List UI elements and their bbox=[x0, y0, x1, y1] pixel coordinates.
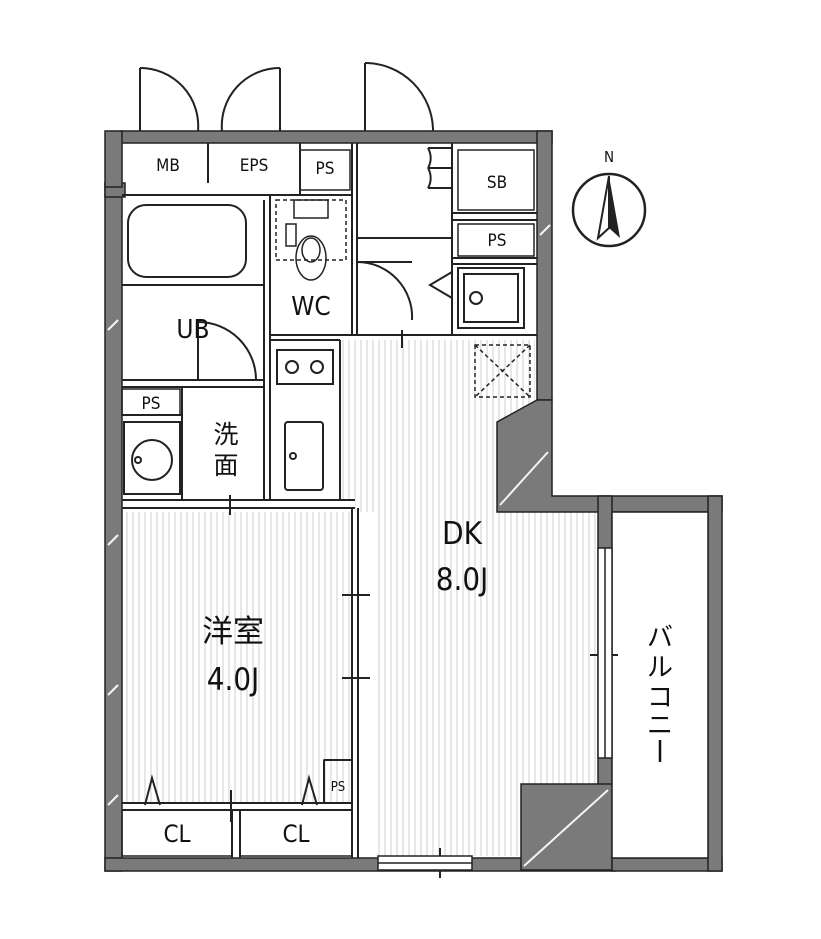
stove-icon bbox=[276, 349, 334, 385]
cabinet-outlines bbox=[121, 149, 535, 857]
label-sb: SB bbox=[487, 173, 507, 193]
label-washroom-2: 面 bbox=[213, 451, 238, 480]
label-cl-right: CL bbox=[282, 820, 309, 848]
compass-north-label: N bbox=[604, 148, 614, 166]
fridge-space-icon bbox=[474, 344, 531, 398]
label-ps-bottom: PS bbox=[331, 780, 345, 795]
compass-icon: N bbox=[571, 148, 647, 248]
room-labels: MB EPS PS SB PS UB WC PS 洗 面 DK 8.0J 洋室 … bbox=[142, 156, 508, 848]
label-cl-left: CL bbox=[163, 820, 190, 848]
balcony-floor bbox=[611, 511, 709, 859]
kitchen-sink-icon bbox=[284, 421, 324, 491]
label-balcony-4: ニ bbox=[647, 711, 673, 741]
dk-floor bbox=[340, 340, 598, 856]
washbasin-icon bbox=[123, 421, 181, 495]
label-western-size: 4.0J bbox=[207, 662, 260, 698]
washing-machine-icon bbox=[457, 267, 525, 329]
label-ps-left: PS bbox=[142, 394, 161, 414]
toilet-icon bbox=[275, 199, 347, 281]
label-wc: WC bbox=[291, 292, 330, 322]
label-balcony-3: コ bbox=[647, 683, 673, 713]
western-room-floor bbox=[122, 512, 352, 804]
windows bbox=[377, 547, 613, 871]
interior-doors bbox=[197, 147, 453, 381]
bathtub-icon bbox=[127, 204, 247, 278]
label-dk-size: 8.0J bbox=[436, 562, 489, 598]
label-balcony-1: バ bbox=[647, 623, 673, 653]
label-western-name: 洋室 bbox=[202, 614, 264, 650]
label-ub: UB bbox=[176, 315, 209, 345]
label-ps-top: PS bbox=[316, 159, 335, 179]
label-dk-name: DK bbox=[442, 516, 482, 552]
label-eps: EPS bbox=[240, 156, 269, 176]
wall-accents bbox=[107, 224, 609, 867]
closet-markers bbox=[144, 774, 318, 806]
balcony-label: バ ル コ ニ bbox=[647, 623, 673, 762]
label-balcony-2: ル bbox=[647, 653, 673, 683]
label-mb: MB bbox=[156, 156, 180, 176]
label-ps-right: PS bbox=[488, 231, 507, 251]
top-doors bbox=[139, 62, 434, 132]
label-washroom-1: 洗 bbox=[213, 420, 238, 449]
